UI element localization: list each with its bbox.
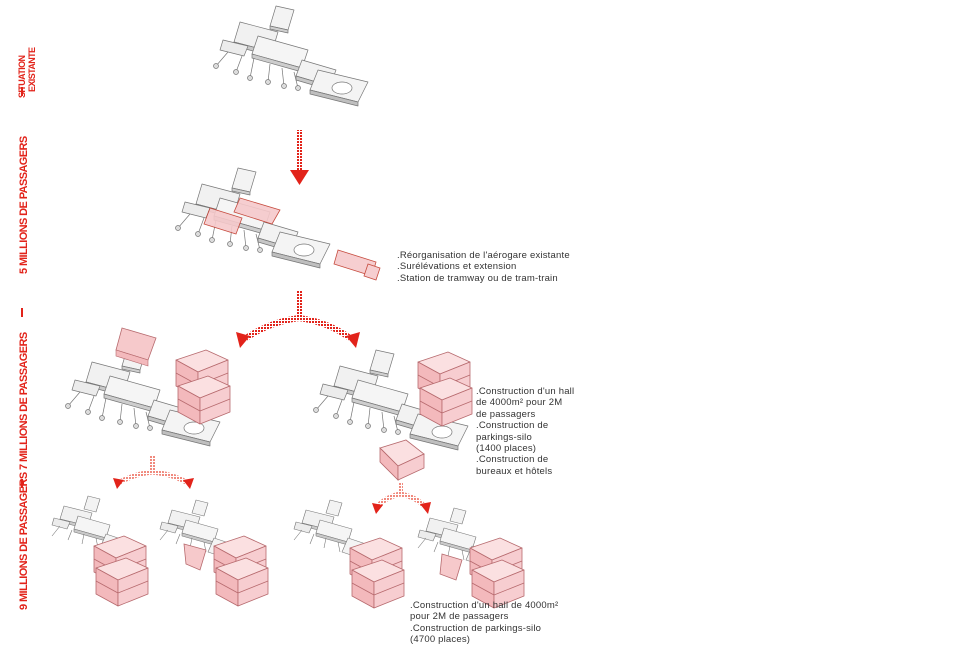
note-phase-7: .Construction d'un hall de 4000m² pour 2…: [476, 386, 575, 477]
divider-mark: [21, 479, 23, 488]
arrow-split-3a: [113, 456, 194, 489]
divider-mark: [21, 87, 23, 96]
terminal-7m-a-model: [65, 327, 221, 447]
arrow-split-2: [236, 290, 360, 348]
existing-terminal-model: [213, 5, 369, 107]
note-phase-5: .Réorganisation de l'aérogare existante …: [397, 250, 570, 284]
parking-silo-9m-3: [349, 537, 405, 609]
note-phase-9: .Construction d'un hall de 4000m² pour 2…: [410, 600, 559, 646]
arrow-split-3b: [372, 482, 431, 514]
parking-silo-9m-1: [93, 535, 149, 607]
parking-silo-9m-2: [213, 535, 269, 607]
terminal-9m-2-model: [159, 499, 239, 571]
parking-silo-9m-4: [469, 537, 525, 609]
divider-mark: [21, 308, 23, 317]
new-hall-7m-b: [379, 439, 425, 481]
terminal-5m-model: [175, 167, 381, 281]
arrow-down-1: [290, 130, 309, 185]
terminal-9m-4-model: [417, 507, 497, 581]
parking-silo-7m-a: [175, 349, 231, 425]
parking-silo-7m-b: [417, 351, 473, 427]
